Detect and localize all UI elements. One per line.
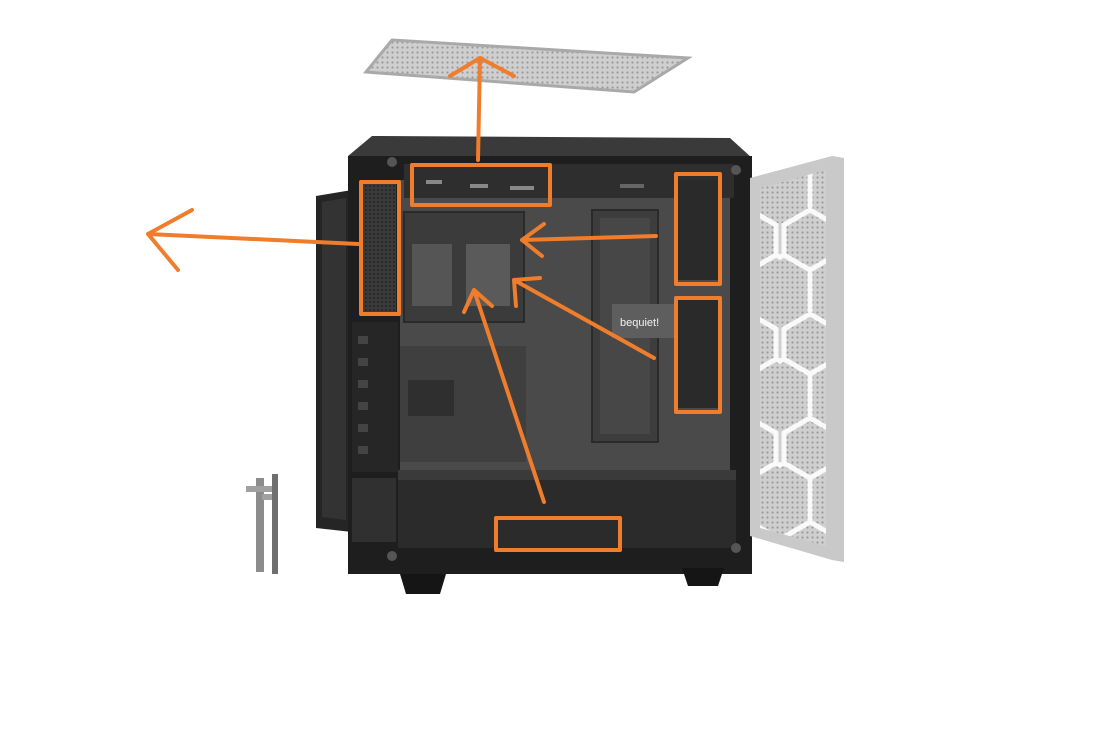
arrow-to-cpu-cutout-lower <box>462 288 546 504</box>
arrow-top-filter-up <box>448 56 516 162</box>
highlight-front-fan-lower <box>674 296 722 414</box>
arrow-rear-panel-left <box>146 208 360 272</box>
front-mesh-panel <box>750 156 844 562</box>
highlight-psu-shroud <box>494 516 622 552</box>
highlight-rear-vent <box>359 180 401 316</box>
arrow-to-cpu-cutout-right <box>512 276 656 360</box>
highlight-top-fan-mount <box>410 163 552 207</box>
top-dust-filter <box>363 38 693 94</box>
gpu-vertical-bracket <box>246 474 278 574</box>
removed-side-panel <box>316 190 352 532</box>
brand-logo: bequiet! <box>620 317 659 329</box>
highlight-front-fan-upper <box>674 172 722 286</box>
arrow-to-cpu-cutout-upper <box>520 222 658 258</box>
annotation-layer <box>146 56 722 552</box>
